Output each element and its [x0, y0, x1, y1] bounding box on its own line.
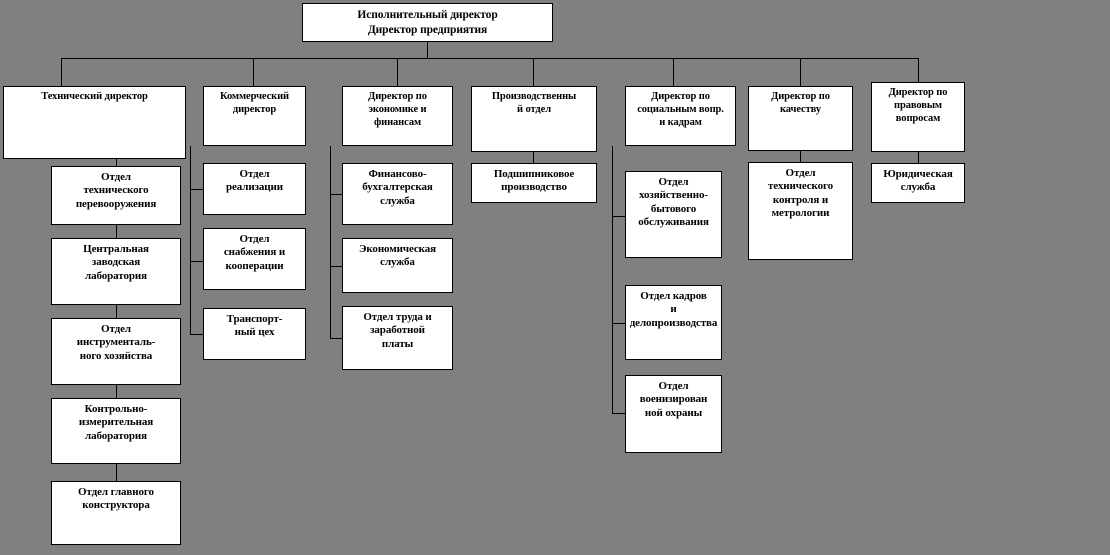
connector-comm-stub-2 — [190, 261, 203, 262]
node-quality-label: Директор по качеству — [771, 91, 830, 115]
connector-comm-trunk — [190, 146, 191, 334]
node-tech[interactable]: Технический директор — [3, 86, 186, 159]
connector-social-stub-1 — [612, 216, 625, 217]
connector-comm-stub-3 — [190, 334, 203, 335]
connector-tech-5 — [116, 464, 117, 481]
node-comm-label: Коммерческий директор — [219, 91, 289, 115]
node-social-label: Директор по социальным вопр. и кадрам — [637, 91, 724, 128]
node-comm-2-label: Отдел снабжения и кооперации — [223, 233, 286, 272]
connector-drop-quality — [800, 58, 801, 86]
connector-tech-2 — [116, 225, 117, 238]
node-social-3-label: Отдел военизирован ной охраны — [639, 380, 708, 419]
node-econ-label: Директор по экономике и финансам — [368, 91, 427, 128]
node-econ-1-label: Финансово- бухгалтерская служба — [362, 168, 433, 207]
connector-tech-3 — [116, 305, 117, 318]
connector-drop-legal — [918, 58, 919, 82]
node-tech-5[interactable]: Отдел главного конструктора — [51, 481, 181, 545]
connector-drop-tech — [61, 58, 62, 86]
node-social-1-label: Отдел хозяйственно- бытового обслуживани… — [638, 176, 709, 229]
node-comm-3[interactable]: Транспорт- ный цех — [203, 308, 306, 360]
node-econ[interactable]: Директор по экономике и финансам — [342, 86, 453, 146]
connector-social-stub-2 — [612, 323, 625, 324]
connector-quality-1 — [800, 151, 801, 162]
node-comm-2[interactable]: Отдел снабжения и кооперации — [203, 228, 306, 290]
connector-tech-4 — [116, 385, 117, 398]
connector-econ-trunk — [330, 146, 331, 338]
node-social-3[interactable]: Отдел военизирован ной охраны — [625, 375, 722, 453]
node-comm-1-label: Отдел реализации — [225, 168, 284, 194]
node-tech-2-label: Центральная заводская лаборатория — [83, 243, 149, 282]
node-comm-3-label: Транспорт- ный цех — [226, 313, 283, 339]
connector-econ-stub-1 — [330, 194, 342, 195]
node-quality-1-label: Отдел технического контроля и метрологии — [767, 167, 834, 220]
node-tech-2[interactable]: Центральная заводская лаборатория — [51, 238, 181, 305]
node-econ-2-label: Экономическая служба — [358, 243, 437, 269]
node-quality-1[interactable]: Отдел технического контроля и метрологии — [748, 162, 853, 260]
node-legal-1[interactable]: Юридическая служба — [871, 163, 965, 203]
node-tech-5-label: Отдел главного конструктора — [78, 486, 154, 512]
node-tech-3-label: Отдел инструменталь- ного хозяйства — [76, 323, 156, 362]
connector-econ-stub-3 — [330, 338, 342, 339]
connector-econ-stub-2 — [330, 266, 342, 267]
node-social-2-label: Отдел кадров и делопроизводства — [629, 290, 718, 329]
connector-level1-bus — [61, 58, 918, 59]
node-tech-1[interactable]: Отдел технического перевооружения — [51, 166, 181, 225]
connector-drop-comm — [253, 58, 254, 86]
node-econ-1[interactable]: Финансово- бухгалтерская служба — [342, 163, 453, 225]
node-prod-label: Производственны й отдел — [491, 91, 577, 115]
node-tech-4[interactable]: Контрольно- измерительная лаборатория — [51, 398, 181, 464]
node-social-1[interactable]: Отдел хозяйственно- бытового обслуживани… — [625, 171, 722, 258]
node-prod[interactable]: Производственны й отдел — [471, 86, 597, 152]
node-comm-1[interactable]: Отдел реализации — [203, 163, 306, 215]
node-tech-4-label: Контрольно- измерительная лаборатория — [78, 403, 154, 442]
node-econ-3[interactable]: Отдел труда и заработной платы — [342, 306, 453, 370]
node-econ-3-label: Отдел труда и заработной платы — [363, 311, 432, 350]
connector-social-trunk — [612, 146, 613, 413]
connector-tech-1 — [116, 159, 117, 166]
node-prod-1[interactable]: Подшипниковое производство — [471, 163, 597, 203]
node-root[interactable]: Исполнительный директор Директор предпри… — [302, 3, 553, 42]
node-legal-label: Директор по правовым вопросам — [888, 87, 948, 124]
node-tech-3[interactable]: Отдел инструменталь- ного хозяйства — [51, 318, 181, 385]
node-prod-1-label: Подшипниковое производство — [493, 168, 575, 194]
connector-prod-1 — [533, 152, 534, 163]
connector-comm-stub-1 — [190, 189, 203, 190]
node-comm[interactable]: Коммерческий директор — [203, 86, 306, 146]
node-social[interactable]: Директор по социальным вопр. и кадрам — [625, 86, 736, 146]
connector-root-stem — [427, 41, 428, 58]
node-legal[interactable]: Директор по правовым вопросам — [871, 82, 965, 152]
node-econ-2[interactable]: Экономическая служба — [342, 238, 453, 293]
node-tech-label: Технический директор — [41, 91, 148, 102]
node-social-2[interactable]: Отдел кадров и делопроизводства — [625, 285, 722, 360]
node-root-label: Исполнительный директор Директор предпри… — [357, 9, 498, 36]
connector-drop-social — [673, 58, 674, 86]
connector-legal-1 — [918, 152, 919, 163]
connector-social-stub-3 — [612, 413, 625, 414]
connector-drop-econ — [397, 58, 398, 86]
node-legal-1-label: Юридическая служба — [883, 168, 953, 194]
connector-drop-prod — [533, 58, 534, 86]
node-tech-1-label: Отдел технического перевооружения — [75, 171, 157, 210]
node-quality[interactable]: Директор по качеству — [748, 86, 853, 151]
